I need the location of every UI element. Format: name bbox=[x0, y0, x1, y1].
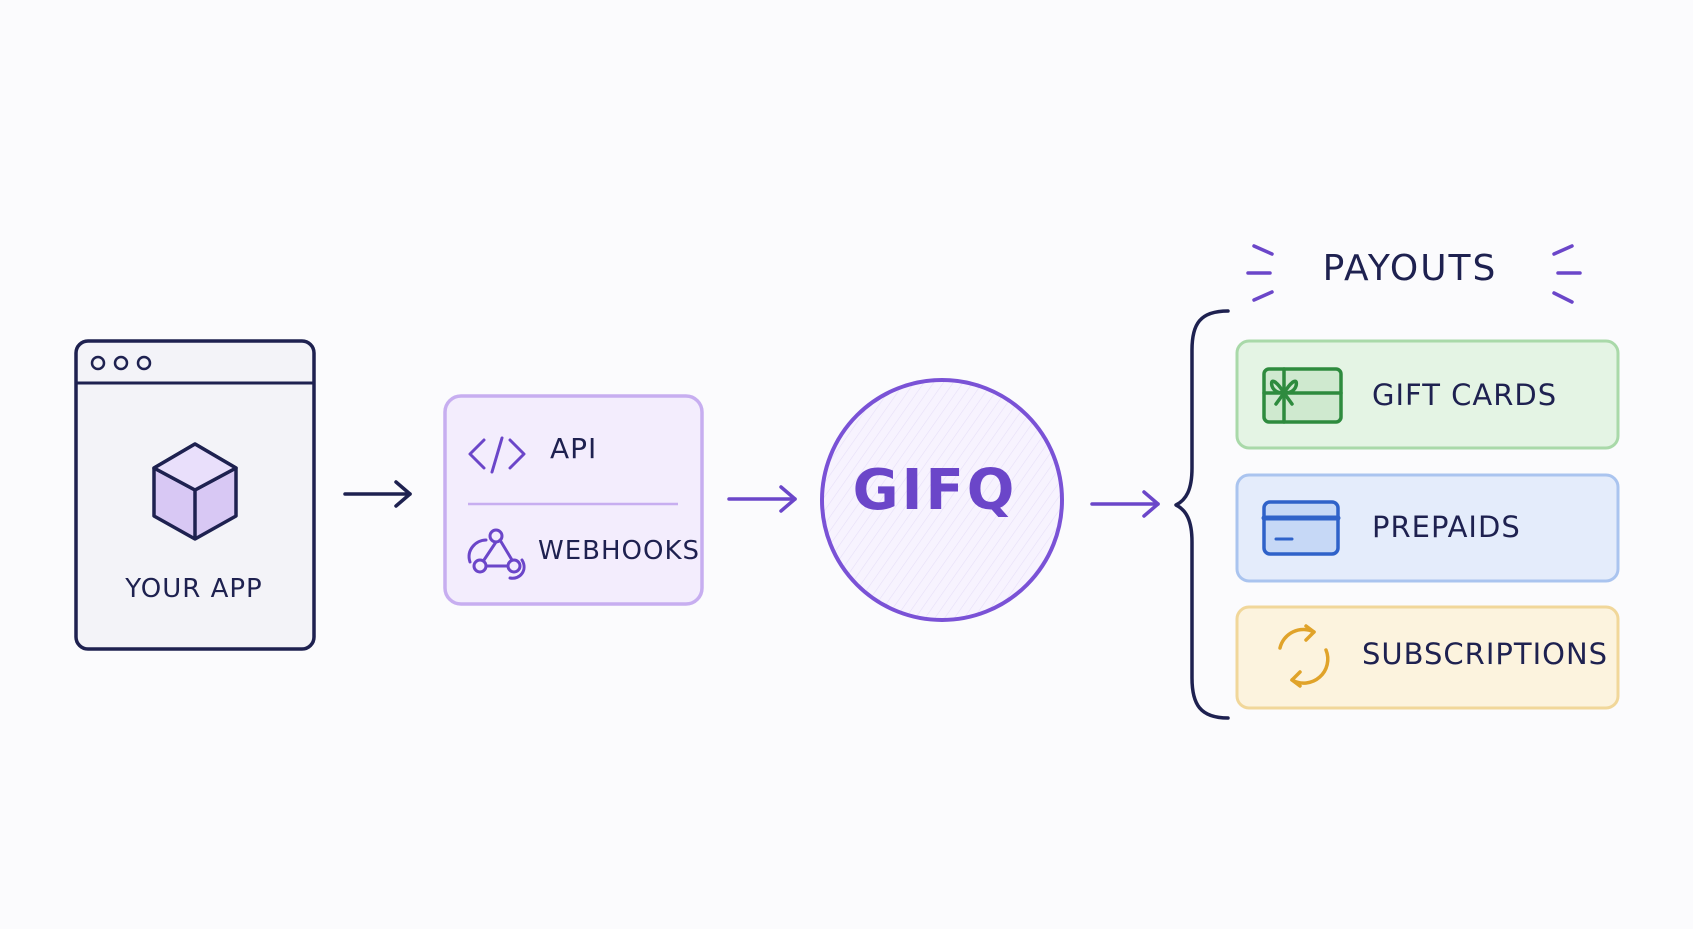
subscriptions-card bbox=[1235, 605, 1620, 710]
refresh-icon bbox=[1278, 624, 1330, 688]
arrow-app-to-integration bbox=[343, 480, 412, 508]
app-label: YOUR APP bbox=[125, 574, 263, 604]
window-dot-icon bbox=[90, 355, 106, 371]
gift-cards-label: GIFT CARDS bbox=[1372, 378, 1558, 412]
platform-circle bbox=[820, 378, 1064, 622]
subscriptions-label: SUBSCRIPTIONS bbox=[1362, 637, 1609, 671]
webhooks-label: WEBHOOKS bbox=[538, 536, 701, 566]
emphasis-dashes-left bbox=[1246, 244, 1274, 302]
code-icon bbox=[468, 436, 526, 474]
platform-label: GIFQ bbox=[852, 458, 1018, 523]
arrow-platform-to-payouts bbox=[1090, 490, 1160, 518]
gift-card-icon bbox=[1262, 367, 1343, 424]
integration-box bbox=[443, 394, 704, 606]
payouts-brace bbox=[1174, 309, 1230, 720]
webhook-icon bbox=[467, 528, 526, 580]
window-dot-icon bbox=[136, 355, 152, 371]
emphasis-dashes-right bbox=[1552, 244, 1582, 304]
arrow-integration-to-platform bbox=[727, 485, 797, 513]
payouts-title: PAYOUTS bbox=[1322, 248, 1498, 289]
cube-icon bbox=[152, 442, 238, 541]
prepaids-label: PREPAIDS bbox=[1372, 510, 1521, 544]
credit-card-icon bbox=[1261, 500, 1341, 556]
window-dot-icon bbox=[113, 355, 129, 371]
api-label: API bbox=[550, 432, 598, 465]
